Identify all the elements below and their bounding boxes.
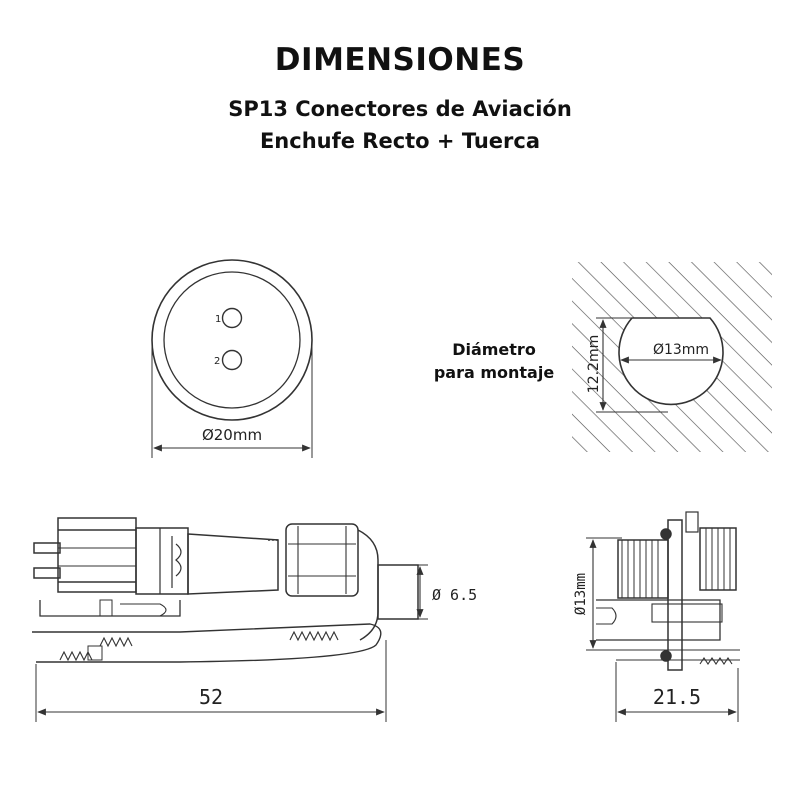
receptacle-inner: [596, 599, 721, 641]
subtitle-line-2: Enchufe Recto + Tuerca: [259, 129, 541, 153]
front-inner-circle: [163, 271, 301, 409]
pin-upper: [33, 542, 61, 554]
pin-1-hole: [221, 307, 243, 329]
pin-2-label: 2: [214, 356, 220, 367]
front-diameter-label: Ø20mm: [202, 426, 262, 444]
pin-1-label: 1: [215, 314, 221, 325]
nut-diameter-label: Ø13mm: [573, 573, 589, 615]
plug-body: [57, 517, 137, 593]
front-view: [151, 259, 313, 458]
lower-body: [39, 600, 181, 617]
subtitle-line-1: SP13 Conectores de Aviación: [228, 97, 572, 121]
thread-body-left: [617, 539, 669, 599]
pin-lower: [33, 567, 61, 579]
pin-2-hole: [221, 349, 243, 371]
lower-cutaway: [32, 623, 382, 663]
mounting-label-line-2: para montaje: [433, 363, 555, 382]
mounting-label-line-1: Diámetro: [452, 340, 536, 359]
nut-view: [586, 511, 740, 722]
side-view: [32, 517, 428, 722]
page-title: DIMENSIONES: [274, 42, 526, 78]
coupling-ring: [135, 527, 189, 595]
cable: [377, 564, 419, 620]
plug-tube: [187, 533, 279, 595]
panel-flange: [667, 519, 683, 671]
hole-flat-text: 12.2mm: [586, 335, 602, 393]
front-outer-circle: [151, 259, 313, 421]
side-length-label: 52: [199, 685, 223, 709]
mounting-diameter-label: Diámetro para montaje: [410, 338, 578, 384]
nut-body: [285, 523, 359, 597]
nut-width-label: 21.5: [653, 685, 701, 709]
mounting-hole-view: [572, 262, 772, 452]
cable-diameter-label: Ø 6.5: [432, 586, 477, 604]
hole-diameter-text: Ø13mm: [653, 342, 709, 358]
